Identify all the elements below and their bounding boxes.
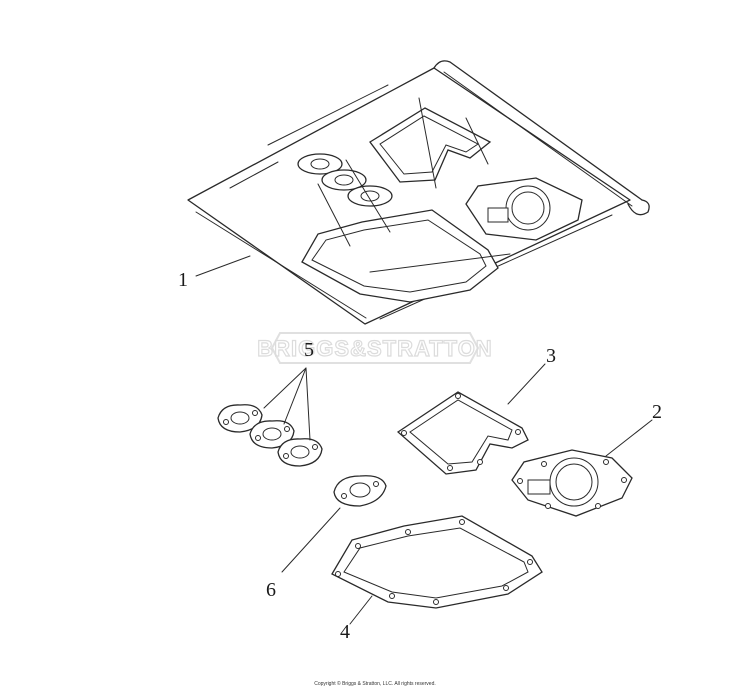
callout-6: 6 [266,579,276,601]
callout-1-leader [195,255,251,277]
watermark-logo: BRIGGS&STRATTON [257,332,492,364]
callout-3: 3 [546,345,556,367]
callout-2: 2 [652,401,662,423]
callout-4: 4 [340,621,350,643]
watermark-text: BRIGGS&STRATTON [257,336,492,361]
copyright-notice: Copyright © Briggs & Stratton, LLC. All … [314,681,436,687]
exhaust-flange-gaskets [217,367,323,467]
cylinder-head-gasket [511,419,653,517]
callout-1: 1 [178,269,188,291]
valve-cover-gasket [396,363,546,475]
crankcase-gasket [331,515,543,625]
callout-5: 5 [304,339,314,361]
gasket-set-package [187,60,650,325]
carburetor-gasket [281,475,387,573]
